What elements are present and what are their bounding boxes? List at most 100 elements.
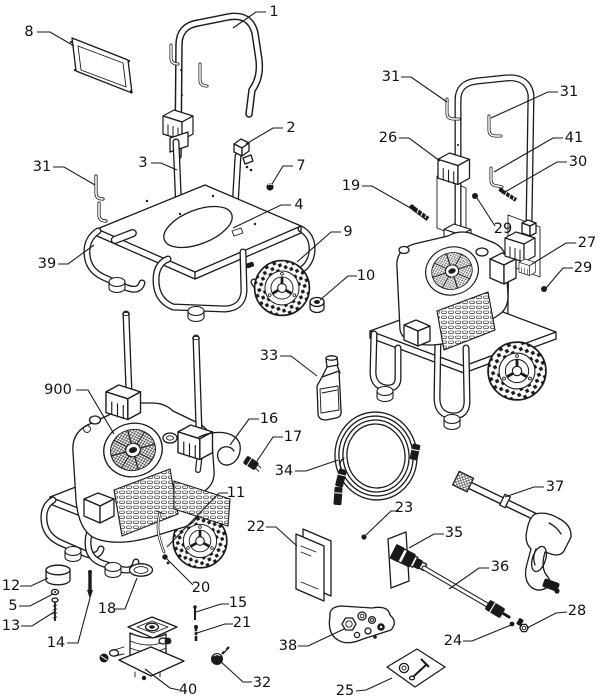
- part-number-5: 5: [8, 598, 17, 614]
- part-number-1: 1: [269, 4, 278, 20]
- frame-part4: [83, 184, 316, 323]
- callout-leader-31: [401, 76, 448, 103]
- part-number-39: 39: [38, 256, 56, 272]
- part-number-15: 15: [229, 595, 247, 611]
- callout-leader-31: [53, 166, 96, 186]
- part-number-22: 22: [247, 519, 265, 535]
- part-number-38: 38: [279, 638, 297, 654]
- callout-leader-40: [144, 668, 180, 691]
- part-number-18: 18: [98, 601, 116, 617]
- callout-leader-14: [67, 597, 91, 644]
- callout-leader-9: [296, 231, 341, 263]
- oring-part18: [128, 563, 154, 577]
- callout-leader-2: [245, 127, 283, 145]
- part-number-28: 28: [568, 603, 586, 619]
- part-number-32: 32: [253, 675, 271, 691]
- part-number-26: 26: [379, 130, 397, 146]
- part-number-36: 36: [491, 559, 509, 575]
- part-number-41: 41: [565, 130, 583, 146]
- oil-bottle-part33: [316, 355, 342, 421]
- callout-leader-22: [266, 526, 298, 547]
- part-number-24: 24: [444, 633, 462, 649]
- part-number-10: 10: [357, 268, 375, 284]
- part-number-21: 21: [233, 615, 251, 631]
- hose-part34: [333, 411, 421, 506]
- wheel-part9: [254, 260, 309, 315]
- part-number-40: 40: [179, 682, 197, 698]
- callout-leader-38: [298, 628, 345, 647]
- cap-part2: [233, 138, 250, 157]
- manual-part22: [295, 528, 332, 602]
- part-number-20: 20: [192, 580, 210, 596]
- callout-leader-11: [166, 492, 228, 548]
- callout-leader-13: [21, 611, 55, 627]
- part-number-29: 29: [494, 221, 512, 237]
- hitch-pin-part31-left: [94, 174, 108, 223]
- callout-leader-16: [229, 418, 259, 446]
- callout-leader-35: [408, 533, 444, 549]
- screw-part30: [498, 187, 518, 202]
- handle-assembled: [454, 74, 537, 237]
- part-number-34: 34: [275, 463, 293, 479]
- handle-tubes-middle: [105, 310, 214, 473]
- part-number-9: 9: [343, 224, 352, 240]
- pump-part40: [99, 616, 185, 681]
- callout-leader-31: [490, 91, 558, 119]
- callout-leader-3: [151, 162, 178, 171]
- part-number-2: 2: [286, 120, 295, 136]
- nut-part5: [50, 588, 60, 596]
- part-number-14: 14: [47, 635, 65, 651]
- callout-leader-10: [319, 275, 357, 301]
- part-number-8: 8: [24, 24, 33, 40]
- service-panel-part8: [69, 37, 133, 94]
- part-number-16: 16: [260, 411, 278, 427]
- callout-leader-36: [448, 567, 489, 590]
- callout-leader-37: [504, 486, 544, 498]
- callout-leader-41: [493, 137, 563, 173]
- part-number-27: 27: [578, 235, 596, 251]
- callout-leader-39: [58, 244, 95, 265]
- hubcap-part10: [309, 296, 325, 314]
- callout-leader-30: [504, 161, 567, 193]
- screw-part13: [51, 597, 59, 621]
- part-number-37: 37: [546, 479, 564, 495]
- engine-right-unit: [396, 231, 517, 351]
- callout-leader-34: [295, 459, 339, 472]
- callout-leader-8: [37, 31, 75, 47]
- part-number-7: 7: [296, 158, 305, 174]
- callout-leader-28: [526, 611, 568, 629]
- callout-leader-25: [355, 677, 393, 692]
- callout-leader-27: [531, 242, 576, 265]
- callout-leader-33: [280, 355, 318, 377]
- hitch-pins-part31-right: [445, 97, 503, 138]
- callout-leader-19: [362, 185, 415, 211]
- part-number-30: 30: [569, 154, 587, 170]
- clamp-part26: [437, 152, 471, 186]
- callout-leader-29: [545, 267, 573, 289]
- hose-part11: [155, 510, 166, 554]
- bolt-part20: [162, 554, 170, 565]
- wand-part36: [421, 565, 524, 626]
- callout-leader-21: [196, 623, 233, 634]
- callout-leader-1: [232, 11, 266, 29]
- callout-leader-24: [463, 624, 512, 642]
- pin-part41: [489, 166, 504, 189]
- bolt-part29-upper: [472, 193, 478, 199]
- plug-part17: [243, 456, 262, 472]
- callout-leader-15: [195, 603, 229, 613]
- knob-part32: [211, 646, 230, 665]
- bolt-part14: [87, 570, 93, 599]
- part-number-11: 11: [227, 485, 245, 501]
- callout-leader-23: [365, 510, 399, 536]
- nozzle-part35: [387, 531, 428, 589]
- part-number-35: 35: [445, 525, 463, 541]
- pin-part15: [193, 605, 197, 620]
- callout-leader-7: [271, 165, 293, 185]
- part-number-3: 3: [138, 155, 147, 171]
- callout-leader-900: [76, 389, 115, 435]
- part-number-31: 31: [560, 84, 578, 100]
- part-number-900: 900: [44, 382, 72, 398]
